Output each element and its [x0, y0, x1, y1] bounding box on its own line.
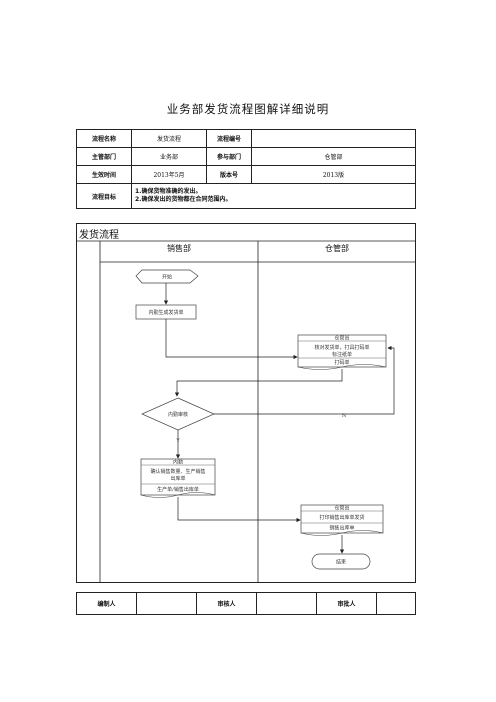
table-row: 流程目标 1.确保货物准确的发出。 2.确保发出的货物都在合同范围内。	[76, 183, 416, 209]
warehouse-check-line-2: 标注纸单	[332, 351, 352, 358]
label-preparer: 编制人	[76, 592, 137, 615]
approve-label: Y	[175, 438, 180, 444]
end-label: 结束	[336, 559, 346, 566]
document-wave	[297, 364, 387, 370]
table-row: 主管部门 业务部 参与部门 仓管部	[76, 147, 416, 166]
arrow-reject	[214, 345, 395, 415]
process-create-shipping-order-label: 内勤生成发货单	[148, 309, 183, 316]
table-row: 编制人 审核人 审批人	[76, 592, 416, 615]
info-table: 流程名称 发货流程 流程编号 主管部门 业务部 参与部门 仓管部 生效时间 20…	[76, 129, 416, 209]
value-goal: 1.确保货物准确的发出。 2.确保发出的货物都在合同范围内。	[131, 183, 416, 209]
lane-warehouse-header: 仓管部	[325, 244, 349, 253]
document-wave	[300, 530, 384, 536]
lane-sales-header: 销售部	[167, 244, 191, 253]
arrow	[165, 319, 298, 360]
signature-table: 编制人 审核人 审批人	[76, 592, 416, 615]
goal-line-1: 1.确保货物准确的发出。	[135, 188, 202, 195]
goal-line-2: 2.确保发出的货物都在合同范围内。	[135, 196, 232, 203]
start-node	[135, 269, 199, 284]
confirm-sales-role: 内勤	[173, 459, 183, 466]
label-goal: 流程目标	[76, 183, 132, 209]
end-node	[311, 553, 371, 570]
start-label: 开始	[162, 274, 172, 281]
flowchart-title: 发货流程	[79, 230, 119, 241]
warehouse-check-doc: 打码单	[334, 359, 349, 366]
label-reviewer: 审核人	[196, 592, 257, 615]
arrow	[177, 497, 301, 523]
print-outbound-line-1: 打印销售出库单发货	[319, 514, 364, 521]
page-title: 业务部发货流程图解详细说明	[166, 102, 330, 116]
print-outbound-doc: 销售出库单	[329, 525, 354, 532]
value-approver	[376, 592, 416, 615]
confirm-sales-doc: 生产单/销售出库单	[157, 486, 199, 493]
warehouse-check-role: 仓管员	[334, 335, 349, 342]
print-outbound-role: 仓管员	[334, 505, 349, 512]
value-preparer	[136, 592, 197, 615]
label-approver: 审批人	[316, 592, 377, 615]
confirm-sales-line-1: 确认销售数量、生产销售	[150, 468, 205, 475]
arrow	[174, 369, 343, 397]
reject-label: N	[342, 413, 347, 419]
confirm-sales-line-2: 出库单	[170, 475, 185, 482]
decision-review-label: 内勤审核	[168, 411, 188, 418]
flowchart-frame	[76, 223, 416, 583]
process-warehouse-check	[297, 334, 387, 368]
document-wave	[140, 492, 216, 498]
value-reviewer	[256, 592, 317, 615]
warehouse-check-line-1: 核对发货单，打具打码单	[314, 344, 369, 351]
